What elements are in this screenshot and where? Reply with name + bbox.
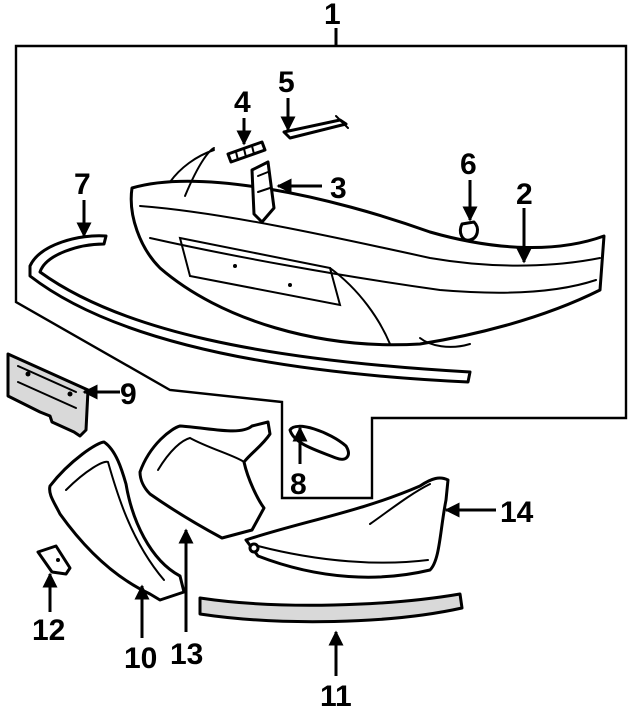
deflector-side-part bbox=[48, 440, 186, 602]
fastener-part bbox=[226, 140, 267, 164]
callout-8: 8 bbox=[290, 468, 307, 501]
callout-12: 12 bbox=[32, 614, 65, 647]
callout-13: 13 bbox=[170, 638, 203, 671]
callout-3: 3 bbox=[330, 172, 347, 205]
lower-shield-part bbox=[244, 476, 450, 579]
air-dam-part bbox=[198, 592, 464, 624]
callout-9: 9 bbox=[120, 378, 137, 411]
callout-10: 10 bbox=[124, 642, 157, 675]
license-bracket-part bbox=[6, 352, 90, 438]
callout-11: 11 bbox=[320, 680, 352, 713]
valance-part bbox=[138, 420, 272, 540]
leader-lines bbox=[42, 28, 532, 676]
callout-7: 7 bbox=[74, 168, 91, 201]
molding-strip-part bbox=[28, 234, 472, 384]
small-bracket-part bbox=[36, 544, 72, 576]
callout-5: 5 bbox=[278, 66, 295, 99]
bracket-part bbox=[250, 160, 276, 224]
callout-14: 14 bbox=[500, 496, 534, 529]
clip-part bbox=[458, 220, 479, 242]
callout-6: 6 bbox=[460, 148, 477, 181]
callout-2: 2 bbox=[516, 178, 533, 211]
bumper-cover-part bbox=[129, 147, 606, 348]
callout-4: 4 bbox=[234, 86, 251, 119]
rod-part bbox=[282, 115, 349, 140]
assembly-frame bbox=[14, 44, 628, 500]
callout-1: 1 bbox=[324, 0, 341, 31]
